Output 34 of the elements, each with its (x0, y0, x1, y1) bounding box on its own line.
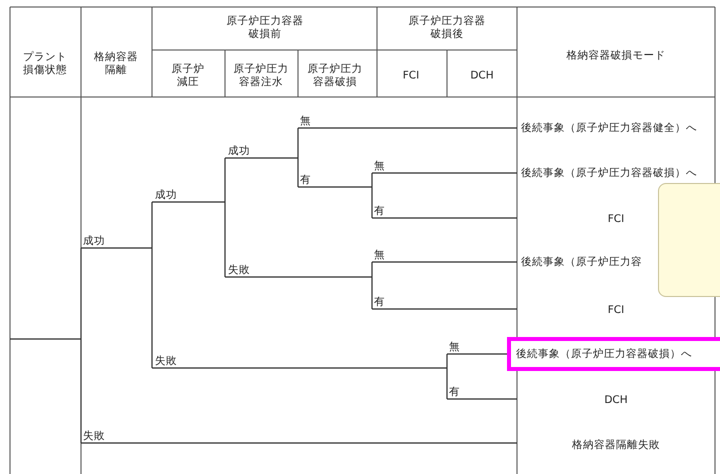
branch-label: 有 (374, 297, 385, 308)
branch-label: 成功 (155, 190, 177, 200)
highlighted-outcome (507, 337, 720, 371)
outcome-text: 後続事象（原子炉圧力容 (521, 255, 642, 269)
branch-label: 無 (449, 342, 460, 352)
column-header: 原子炉圧力容器破損後 (408, 14, 486, 42)
branch-label: 失敗 (155, 356, 177, 366)
branch-label: 有 (300, 175, 311, 186)
outcome-text: 格納容器隔離失敗 (572, 438, 660, 452)
branch-label: 無 (300, 116, 311, 126)
column-header: 原子炉圧力容器注水 (232, 62, 290, 90)
branch-label: 無 (374, 161, 385, 172)
branch-label: 有 (374, 206, 385, 216)
column-header: DCH (469, 69, 495, 83)
branch-label: 失敗 (83, 431, 105, 442)
outcome-text: FCI (608, 304, 624, 316)
branch-label: 有 (449, 387, 460, 398)
outcome-text: 後続事象（原子炉圧力容器破損）へ (521, 166, 697, 180)
column-header: 原子炉圧力容器破損 (306, 62, 364, 90)
branch-label: 成功 (83, 236, 105, 246)
column-header: プラント損傷状態 (22, 50, 68, 78)
branch-label: 無 (374, 250, 385, 260)
branch-label: 成功 (228, 146, 250, 156)
column-header: 格納容器隔離 (93, 50, 139, 78)
outcome-text: FCI (608, 213, 624, 225)
outcome-text: 後続事象（原子炉圧力容器破損）へ (516, 347, 692, 361)
column-header: 原子炉圧力容器破損前 (226, 14, 304, 42)
note-box (658, 183, 720, 297)
column-header: FCI (402, 69, 420, 83)
branch-label: 失敗 (228, 265, 250, 276)
column-header: 格納容器破損モード (566, 49, 666, 63)
outcome-text: DCH (604, 394, 628, 406)
column-header: 原子炉減圧 (170, 62, 206, 90)
outcome-text: 後続事象（原子炉圧力容器健全）へ (521, 121, 697, 135)
